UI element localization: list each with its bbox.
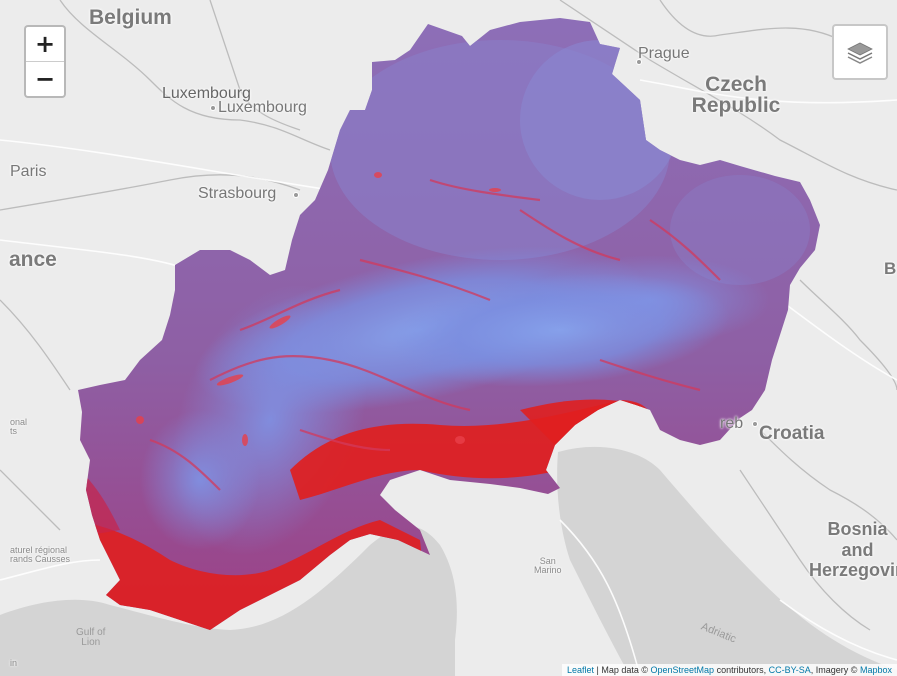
label-zagreb-partial: reb [720, 415, 744, 432]
layers-control-button[interactable] [832, 24, 888, 80]
label-luxembourg-city: Luxembourg [218, 99, 307, 116]
leaflet-link[interactable]: Leaflet [566, 665, 594, 675]
label-paris: Paris [10, 163, 47, 180]
label-left-edge: in [10, 658, 18, 668]
label-edge-b: B [884, 259, 897, 278]
label-regional-park: aturel régional rands Causses [10, 545, 71, 564]
zoom-out-button[interactable]: − [26, 61, 64, 96]
label-gulf-of-lion: Gulf of Lion [76, 627, 106, 648]
zoom-control: + − [24, 25, 66, 98]
city-dot [210, 105, 216, 111]
attribution-bar: Leaflet | Map data © OpenStreetMap contr… [561, 664, 897, 676]
attribution-map-data: | Map data © [596, 665, 648, 675]
label-prague: Prague [638, 45, 690, 62]
city-dot [636, 59, 642, 65]
layers-icon [847, 42, 873, 64]
license-link[interactable]: CC-BY-SA [768, 665, 811, 675]
attribution-contributors: contributors, [716, 665, 767, 675]
mapbox-link[interactable]: Mapbox [859, 665, 892, 675]
label-strasbourg: Strasbourg [198, 185, 277, 202]
label-czech-republic: Czech Republic [691, 73, 781, 117]
label-bosnia-herzegovina: Bosnia and Herzegovin [808, 519, 897, 581]
label-national-park: onal ts [10, 417, 28, 436]
label-belgium: Belgium [89, 6, 172, 29]
label-france: ance [9, 248, 57, 271]
city-dot [752, 421, 758, 427]
label-san-marino: San Marino [534, 556, 562, 575]
city-dot [293, 192, 299, 198]
osm-link[interactable]: OpenStreetMap [650, 665, 715, 675]
label-luxembourg-country: Luxembourg [162, 85, 251, 102]
zoom-in-button[interactable]: + [34, 30, 56, 58]
attribution-imagery: , Imagery © [810, 665, 858, 675]
label-croatia: Croatia [759, 423, 825, 444]
